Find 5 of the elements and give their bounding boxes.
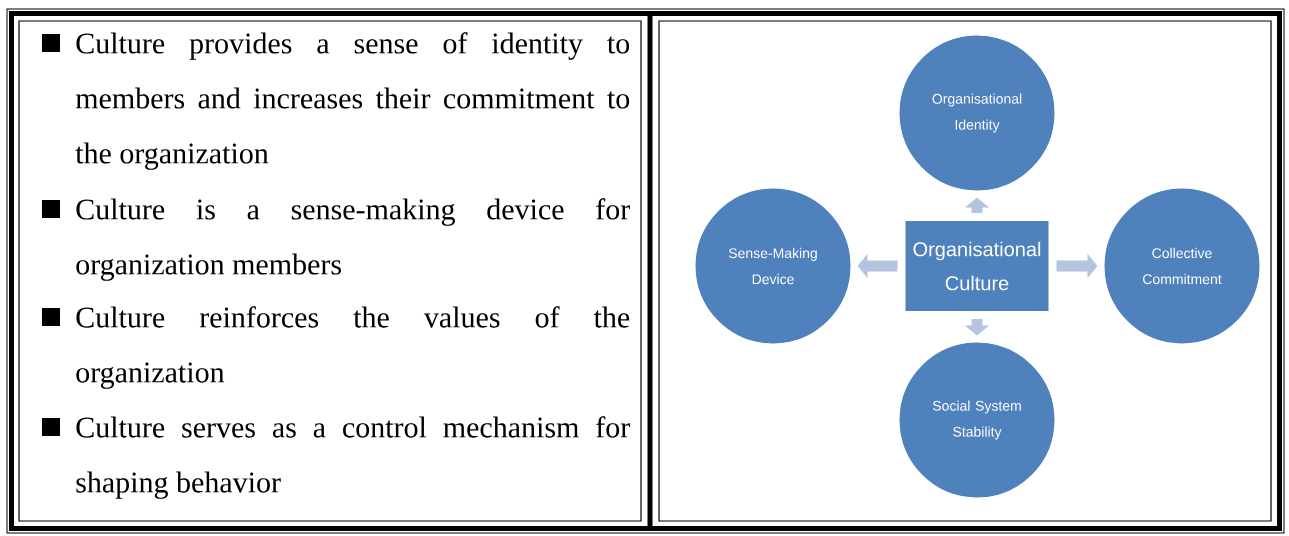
bullet-text: Culture serves as a control mechanism for shaping behavior [76,416,630,499]
center-box: Organisational Culture [904,220,1050,312]
bullet-text: Culture is a sense-making device for organization members [76,198,630,281]
bullet-text: Culture provides a sense of identity to members and increases their commitment to the organization [75,32,630,170]
bullet-text: Culture reinforces the values of the organization [76,306,630,389]
